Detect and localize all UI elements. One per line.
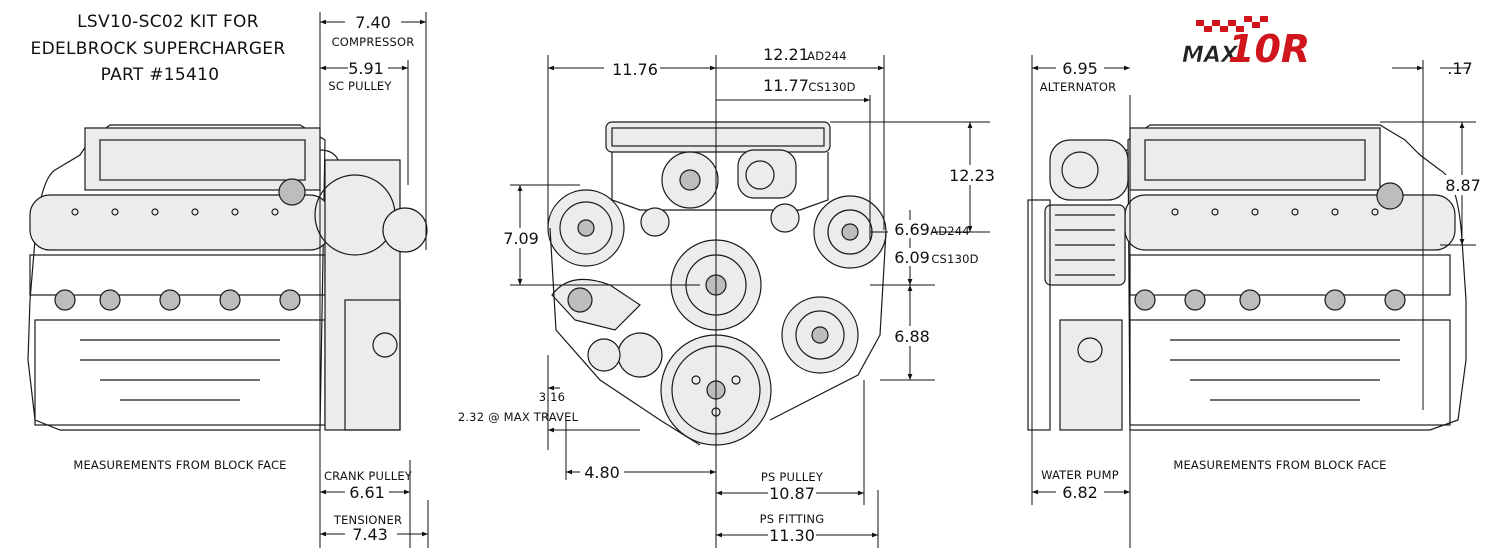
left-side-engine-view [27, 124, 428, 431]
logo-prefix: MAX [1182, 43, 1239, 68]
front-dimensions: 11.76 12.21 AD244 11.77 CS130D 12.23 7.0… [458, 45, 996, 548]
ad244-height-label: AD244 [930, 224, 970, 238]
ps-fitting-label: PS FITTING [760, 512, 825, 526]
sc-pulley-dim-value: 5.91 [348, 59, 384, 78]
right-height-value: 8.87 [1445, 176, 1481, 195]
ps-fitting-value: 11.30 [769, 526, 815, 545]
cs130d-height-value: 6.09 [894, 248, 930, 267]
title-line-3: PART #15410 [101, 65, 220, 85]
alternator-dim-label: ALTERNATOR [1040, 80, 1117, 94]
ad244-width-label: AD244 [807, 49, 847, 63]
tensioner-small-value: 3.16 [539, 390, 565, 404]
checkered-flag-icon [1196, 16, 1268, 32]
title-line-2: EDELBROCK SUPERCHARGER [31, 39, 286, 59]
tensioner-dim-label: TENSIONER [333, 513, 402, 527]
cs130d-width-value: 11.77 [763, 76, 809, 95]
right-offset-value: .17 [1447, 59, 1472, 78]
ad244-height-value: 6.69 [894, 220, 930, 239]
compressor-dim-label: COMPRESSOR [332, 35, 415, 49]
front-height-left-value: 7.09 [503, 229, 539, 248]
right-dimensions: 6.95 ALTERNATOR .17 8.87 WATER PUMP 6.82… [1031, 55, 1486, 548]
left-block-face-note: MEASUREMENTS FROM BLOCK FACE [73, 458, 286, 472]
logo-suffix: 10R [1228, 27, 1310, 71]
ps-pulley-label: PS PULLEY [761, 470, 824, 484]
left-dimensions: 7.40 COMPRESSOR 5.91 SC PULLEY CRANK PUL… [73, 12, 429, 548]
cs130d-height-label: CS130D [931, 252, 978, 266]
tensioner-dim-value: 7.43 [352, 525, 388, 544]
front-bottom-left-value: 4.80 [584, 463, 620, 482]
max-travel-label: 2.32 @ MAX TRAVEL [458, 410, 579, 424]
right-block-face-note: MEASUREMENTS FROM BLOCK FACE [1173, 458, 1386, 472]
crank-pulley-dim-label: CRANK PULLEY [324, 469, 413, 483]
front-width-left-value: 11.76 [612, 60, 658, 79]
alternator-dim-value: 6.95 [1062, 59, 1098, 78]
cs130d-width-label: CS130D [808, 80, 855, 94]
water-pump-dim-label: WATER PUMP [1041, 468, 1119, 482]
ps-pulley-value: 10.87 [769, 484, 815, 503]
sc-pulley-dim-label: SC PULLEY [328, 79, 392, 93]
front-height-top-value: 12.23 [949, 166, 995, 185]
water-pump-dim-value: 6.82 [1062, 483, 1098, 502]
compressor-dim-value: 7.40 [355, 13, 391, 32]
front-height-lower-value: 6.88 [894, 327, 930, 346]
right-side-engine-view [1027, 124, 1467, 431]
ad244-width-value: 12.21 [763, 45, 809, 64]
front-engine-view [547, 121, 887, 446]
kit-title: LSV10-SC02 KIT FOR EDELBROCK SUPERCHARGE… [31, 12, 286, 85]
title-line-1: LSV10-SC02 KIT FOR [77, 12, 259, 32]
max10r-logo: MAX 10R [1182, 16, 1310, 71]
crank-pulley-dim-value: 6.61 [349, 483, 385, 502]
